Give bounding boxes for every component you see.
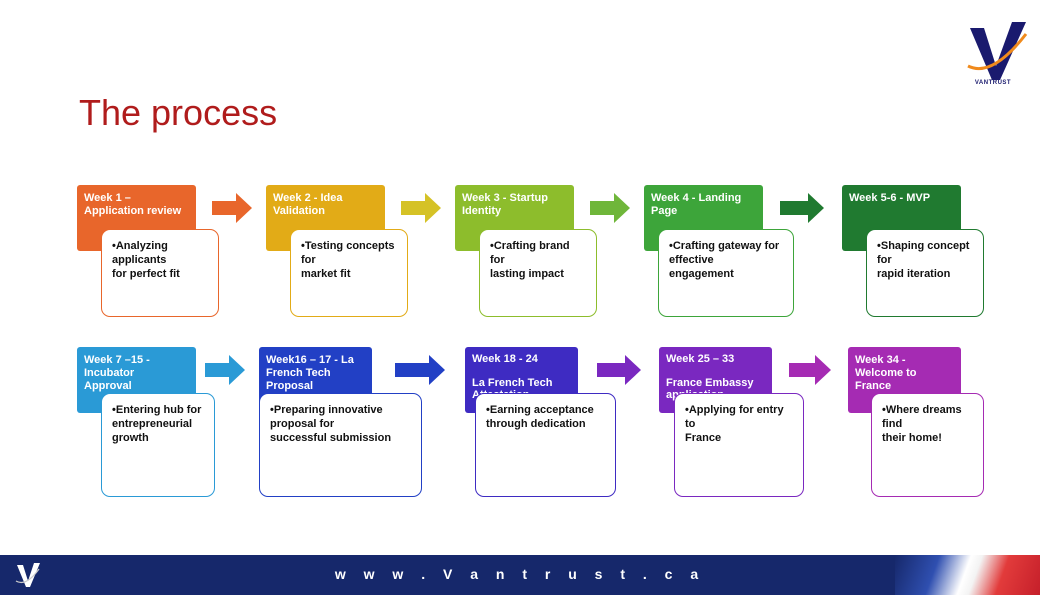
- step-description: •Testing concepts for market fit: [290, 229, 408, 317]
- step-description: •Where dreams find their home!: [871, 393, 984, 497]
- arrow-right-icon: [395, 355, 445, 385]
- step-description: •Applying for entry to France: [674, 393, 804, 497]
- arrow-right-icon: [590, 193, 630, 223]
- footer-logo-icon: [15, 563, 40, 587]
- logo-brand-text: VANTRUST: [974, 80, 1012, 86]
- footer-bar: w w w . V a n t r u s t . c a: [0, 555, 1040, 595]
- arrow-right-icon: [401, 193, 441, 223]
- step-description: •Entering hub for entrepreneurial growth: [101, 393, 215, 497]
- step-description: •Crafting brand for lasting impact: [479, 229, 597, 317]
- vantrust-logo: [967, 22, 1028, 80]
- website-url[interactable]: w w w . V a n t r u s t . c a: [334, 566, 706, 582]
- step-description: •Crafting gateway for effective engageme…: [658, 229, 794, 317]
- arrow-right-icon: [789, 355, 831, 385]
- arrow-right-icon: [205, 355, 245, 385]
- step-description: •Earning acceptance through dedication: [475, 393, 616, 497]
- step-description: •Analyzing applicants for perfect fit: [101, 229, 219, 317]
- step-description: •Preparing innovative proposal for succe…: [259, 393, 422, 497]
- slide-title: The process: [79, 92, 278, 133]
- arrow-right-icon: [780, 193, 824, 223]
- arrow-right-icon: [212, 193, 252, 223]
- france-flag-graphic: [895, 555, 1040, 595]
- arrow-right-icon: [597, 355, 641, 385]
- step-description: •Shaping concept for rapid iteration: [866, 229, 984, 317]
